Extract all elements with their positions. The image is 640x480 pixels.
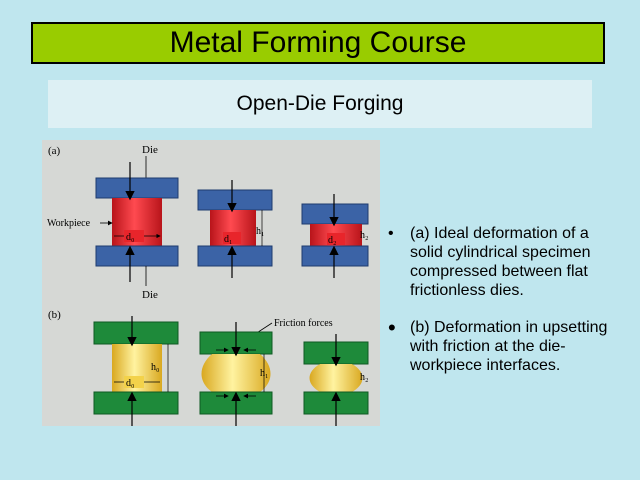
- cylinder-a1: d₀: [95, 162, 179, 282]
- cylinder-b2: h₁: [199, 322, 273, 426]
- slide-title-bar: Metal Forming Course: [31, 22, 605, 64]
- dim-label-h2: h₂: [360, 230, 369, 241]
- bullet-marker: •: [388, 225, 394, 242]
- slide-title: Metal Forming Course: [169, 26, 467, 59]
- top-die-b1: [93, 321, 179, 345]
- bullet-item-b: • (b) Deformation in upsetting with fric…: [388, 315, 618, 375]
- workpiece-label: Workpiece: [47, 218, 91, 229]
- label-b: (b): [48, 309, 61, 321]
- workpiece-b3-bulged: [309, 364, 363, 392]
- bullet-text-b: (b) Deformation in upsetting with fricti…: [410, 319, 608, 374]
- forging-diagram-svg: (a) Die d₀ Workpiece Die h₁ d: [47, 144, 369, 426]
- cylinder-a3: h₂ d₂: [301, 194, 369, 278]
- bullet-text-a: (a) Ideal deformation of a solid cylindr…: [410, 225, 591, 299]
- die-label-top: Die: [142, 144, 158, 156]
- bottom-die-a2: [197, 245, 273, 267]
- bullet-list: • (a) Ideal deformation of a solid cylin…: [388, 224, 618, 375]
- bottom-die-a3: [301, 245, 369, 267]
- slide-subtitle: Open-Die Forging: [236, 92, 404, 115]
- label-a: (a): [48, 145, 61, 157]
- dim-label-d1: d₁: [224, 234, 233, 245]
- bottom-die-a1: [95, 245, 179, 267]
- die-label-bottom: Die: [142, 289, 158, 301]
- dim-label-h1: h₁: [256, 226, 265, 237]
- dim-label-b-h1: h₁: [260, 368, 269, 379]
- cylinder-a2: h₁ d₁: [197, 180, 273, 278]
- slide-subtitle-bar: Open-Die Forging: [48, 80, 592, 128]
- top-die-a1: [95, 177, 179, 199]
- dim-label-b-d0: d₀: [126, 378, 135, 389]
- bullet-item-a: • (a) Ideal deformation of a solid cylin…: [388, 224, 618, 300]
- bottom-die-b1: [93, 391, 179, 415]
- cylinder-b3: h₂: [303, 334, 369, 426]
- friction-label: Friction forces: [274, 318, 333, 329]
- top-die-a2: [197, 189, 273, 211]
- cylinder-b1: h₀ d₀: [93, 316, 179, 426]
- dim-label-h0: h₀: [151, 362, 160, 373]
- top-die-a3: [301, 203, 369, 225]
- workpiece-b2-bulged: [201, 354, 271, 392]
- dim-label-b-h2: h₂: [360, 372, 369, 383]
- dim-label-d0: d₀: [126, 232, 135, 243]
- dim-label-d2: d₂: [328, 235, 337, 246]
- forging-diagram: (a) Die d₀ Workpiece Die h₁ d: [42, 140, 380, 426]
- bullet-marker: •: [388, 315, 396, 340]
